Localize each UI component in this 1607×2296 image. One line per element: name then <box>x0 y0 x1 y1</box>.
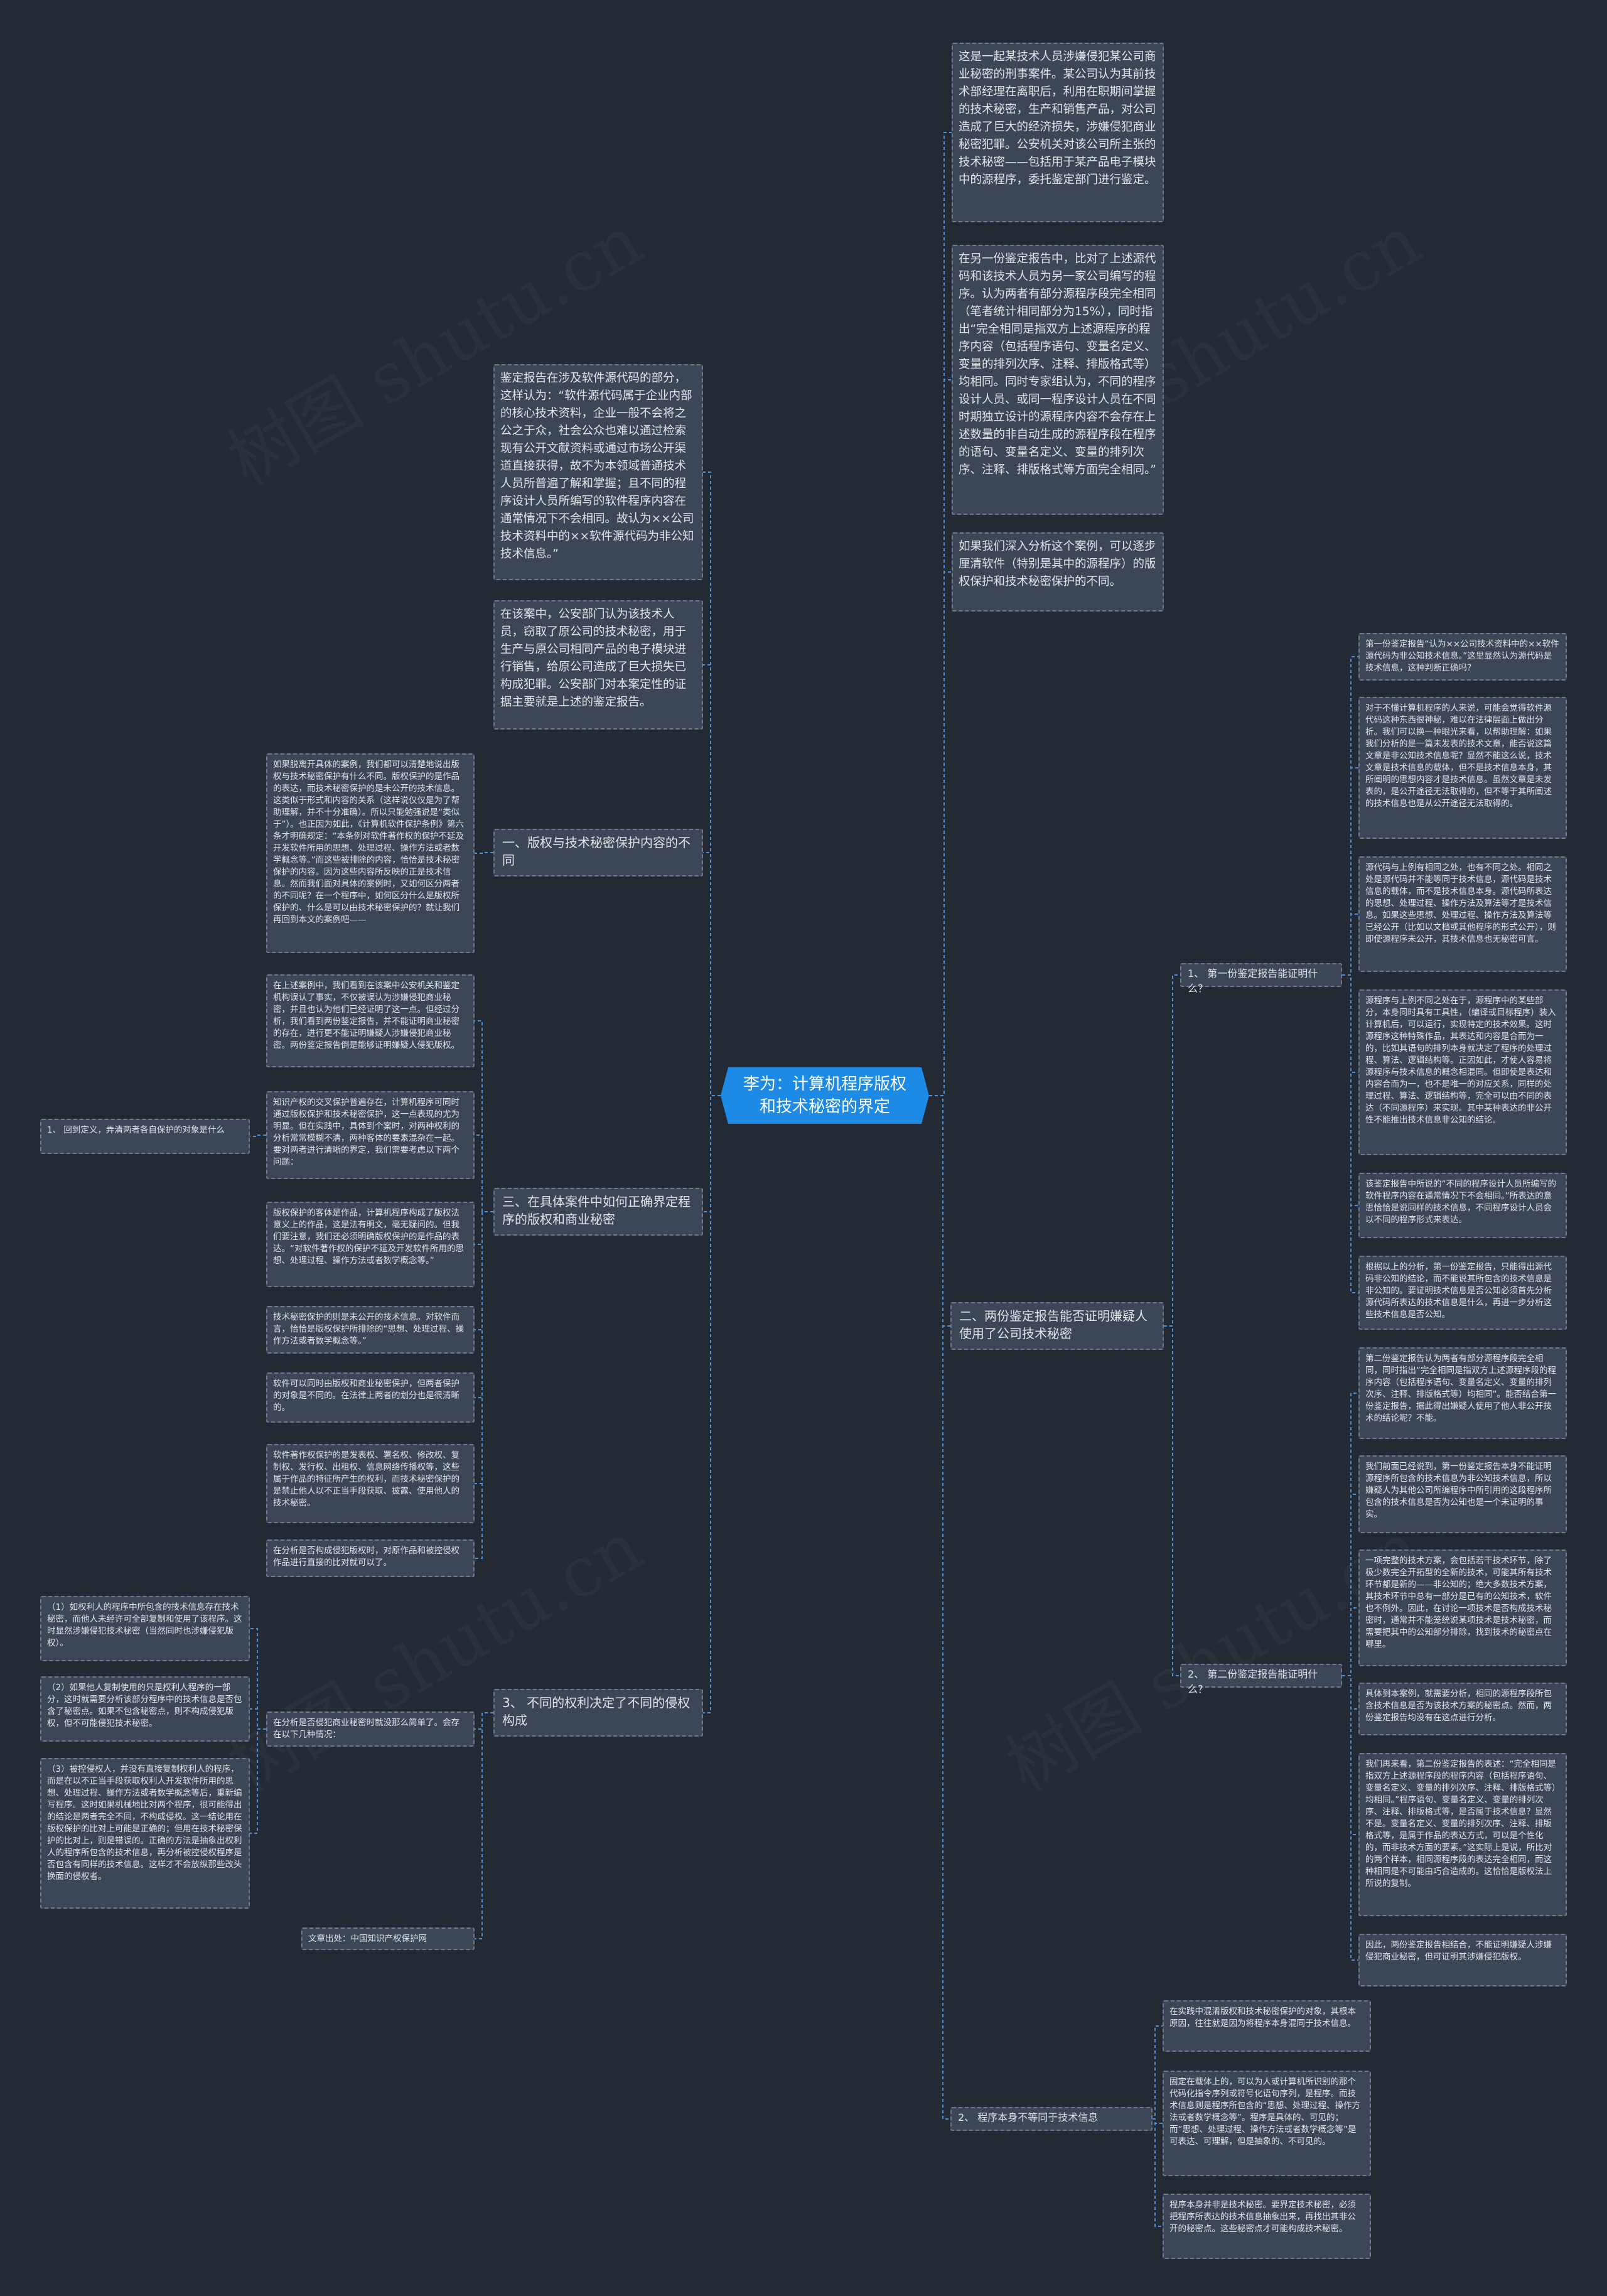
connector <box>703 664 721 1096</box>
connector <box>250 1135 266 1137</box>
root-topic[interactable]: 李为：计算机程序版权和技术秘密的界定 <box>721 1067 929 1124</box>
connector <box>929 132 952 1096</box>
connector <box>703 1095 721 1713</box>
connector <box>1153 2118 1163 2124</box>
section-4-node[interactable]: 3、 不同的权利决定了不同的侵权构成 <box>493 1689 703 1737</box>
connector <box>475 1211 493 1245</box>
section-2b-node[interactable]: 2、 程序本身不等同于技术信息 <box>950 2107 1153 2131</box>
section-2-node[interactable]: 二、两份鉴定报告能否证明嫌疑人使用了公司技术秘密 <box>950 1302 1164 1350</box>
connector <box>475 1712 493 1939</box>
appraisal-node[interactable]: 鉴定报告在涉及软件源代码的部分，这样认为：“软件源代码属于企业内部的核心技术资料… <box>493 364 703 580</box>
question-2-node[interactable]: 2、 第二份鉴定报告能证明什么？ <box>1180 1664 1342 1695</box>
q2-detail[interactable]: 我们前面已经说到，第一份鉴定报告本身不能证明源程序所包含的技术信息为非公知技术信… <box>1358 1455 1567 1533</box>
connector <box>929 1095 950 1327</box>
connector <box>475 1211 493 1398</box>
connector <box>475 1020 493 1212</box>
section-3-detail[interactable]: 版权保护的客体是作品，计算机程序构成了版权法意义上的作品，这是法有明文，毫无疑问… <box>266 1202 475 1287</box>
connector <box>475 1712 493 1730</box>
section-2b-detail[interactable]: 在实践中混淆版权和技术秘密保护的对象，其根本原因，往往就是因为将程序本身混同于技… <box>1163 2000 1371 2052</box>
section-4-detail[interactable]: （2）如果他人复制使用的只是权利人程序的一部分，这时就需要分析该部分程序中的技术… <box>40 1676 250 1742</box>
intro-node[interactable]: 这是一起某技术人员涉嫌侵犯某公司商业秘密的刑事案件。某公司认为其前技术部经理在离… <box>952 43 1164 222</box>
connector <box>703 852 721 1096</box>
section-4-lead[interactable]: 在分析是否侵犯商业秘密时就没那么简单了。会存在以下几种情况： <box>266 1711 475 1747</box>
connector <box>1342 1494 1358 1676</box>
q1-detail[interactable]: 该鉴定报告中所说的“不同的程序设计人员所编写的软件程序内容在通常情况下不会相同。… <box>1358 1173 1567 1238</box>
section-1-node[interactable]: 一、版权与技术秘密保护内容的不同 <box>493 829 703 876</box>
connector <box>703 1095 721 1212</box>
connector <box>475 1211 493 1330</box>
definition-leaf[interactable]: 1、 回到定义，弄清两者各自保护的对象是什么 <box>40 1119 250 1154</box>
q1-detail[interactable]: 源程序与上例不同之处在于，源程序中的某些部分，本身同时具有工具性，（编译或目标程… <box>1358 989 1567 1155</box>
connector <box>475 1211 493 1484</box>
section-4-detail[interactable]: （3）被控侵权人，并没有直接复制权利人的程序，而是在以不正当手段获取权利人开发软… <box>40 1758 250 1909</box>
connector <box>475 1135 493 1212</box>
section-2b-detail[interactable]: 固定在载体上的，可以为人或计算机所识别的那个代码化指令序列或符号化语句序列，是程… <box>1163 2071 1371 2176</box>
section-3-detail[interactable]: 软件可以同时由版权和商业秘密保护，但两者保护的对象是不同的。在法律上两者的划分也… <box>266 1372 475 1423</box>
q1-detail[interactable]: 根据以上的分析，第一份鉴定报告，只能得出源代码非公知的结论，而不能说其所包含的技… <box>1358 1256 1567 1330</box>
section-3-detail[interactable]: 知识产权的交叉保护普遍存在，计算机程序可同时通过版权保护和技术秘密保护，这一点表… <box>266 1091 475 1179</box>
connector <box>929 571 952 1096</box>
connector <box>250 1628 266 1730</box>
connector <box>929 1095 950 2120</box>
section-2b-detail[interactable]: 程序本身并非是技术秘密。要界定技术秘密，必须把程序所表达的技术信息抽象出来，再找… <box>1163 2194 1371 2259</box>
section-3-detail[interactable]: 在分析是否构成侵犯版权时，对原作品和被控侵权作品进行直接的比对就可以了。 <box>266 1539 475 1577</box>
connector <box>1164 1325 1180 1676</box>
q2-detail[interactable]: 因此，两份鉴定报告相结合，不能证明嫌疑人涉嫌侵犯商业秘密，但可证明其涉嫌侵犯版权… <box>1358 1934 1567 1986</box>
q2-detail[interactable]: 我们再来看，第二份鉴定报告的表述：“完全相同是指双方上述源程序段的程序内容（包括… <box>1358 1753 1567 1916</box>
section-3-detail[interactable]: 在上述案例中，我们看到在该案中公安机关和鉴定机构误认了事实，不仅被误认为涉嫌侵犯… <box>266 974 475 1067</box>
section-4-detail[interactable]: （1）如权利人的程序中所包含的技术信息存在技术秘密，而他人未经许可全部复制和使用… <box>40 1596 250 1661</box>
q1-detail[interactable]: 第一份鉴定报告“认为××公司技术资料中的××软件源代码为非公知技术信息。”这里显… <box>1358 633 1567 681</box>
section-3-detail[interactable]: 技术秘密保护的则是未公开的技术信息。对软件而言，恰恰是版权保护所排除的“思想、处… <box>266 1306 475 1354</box>
connector <box>250 1708 266 1730</box>
q2-detail[interactable]: 第二份鉴定报告认为两者有部分源程序段完全相同，同时指出“完全相同是指双方上述源程… <box>1358 1347 1567 1439</box>
connector <box>1342 1675 1358 1835</box>
intro-node[interactable]: 如果我们深入分析这个案例，可以逐步厘清软件（特别是其中的源程序）的版权保护和技术… <box>952 532 1164 612</box>
connector <box>929 379 952 1096</box>
q2-detail[interactable]: 一项完整的技术方案，会包括若干技术环节，除了极少数完全开拓型的全新的技术，可能其… <box>1358 1550 1567 1666</box>
connector <box>1342 914 1358 976</box>
q2-detail[interactable]: 具体到本案例，就需要分析，相同的源程序段所包含技术信息是否为该技术方案的秘密点。… <box>1358 1683 1567 1735</box>
connector <box>1153 2118 1163 2227</box>
q1-detail[interactable]: 对于不懂计算机程序的人来说，可能会觉得软件源代码这种东西很神秘，难以在法律层面上… <box>1358 697 1567 839</box>
connector <box>250 1728 266 1834</box>
section-3-detail[interactable]: 软件著作权保护的是发表权、署名权、修改权、复制权、发行权、出租权、信息网络传播权… <box>266 1444 475 1523</box>
connector <box>475 1211 493 1559</box>
connector <box>1342 656 1358 976</box>
section-3-node[interactable]: 三、在具体案件中如何正确界定程序的版权和商业秘密 <box>493 1188 703 1236</box>
intro-node[interactable]: 在另一份鉴定报告中，比对了上述源代码和该技术人员为另一家公司编写的程序。认为两者… <box>952 245 1164 515</box>
q1-detail[interactable]: 源代码与上例有相同之处，也有不同之处。相同之处是源代码并不能等同于技术信息，源代… <box>1358 856 1567 972</box>
connector <box>1342 974 1358 1206</box>
connector <box>1164 974 1180 1327</box>
case-node[interactable]: 在该案中，公安部门认为该技术人员，窃取了原公司的技术秘密，用于生产与原公司相同产… <box>493 600 703 730</box>
connector <box>1342 974 1358 1293</box>
section-1-detail[interactable]: 如果脱离开具体的案例，我们都可以清楚地说出版权与技术秘密保护有什么不同。版权保护… <box>266 753 475 953</box>
question-1-node[interactable]: 1、 第一份鉴定报告能证明什么？ <box>1180 963 1342 994</box>
source-node[interactable]: 文章出处：中国知识产权保护网 <box>301 1927 475 1950</box>
connector <box>1342 1675 1358 1961</box>
connector <box>1153 2025 1163 2120</box>
connector <box>1342 1607 1358 1676</box>
connector <box>703 472 721 1096</box>
